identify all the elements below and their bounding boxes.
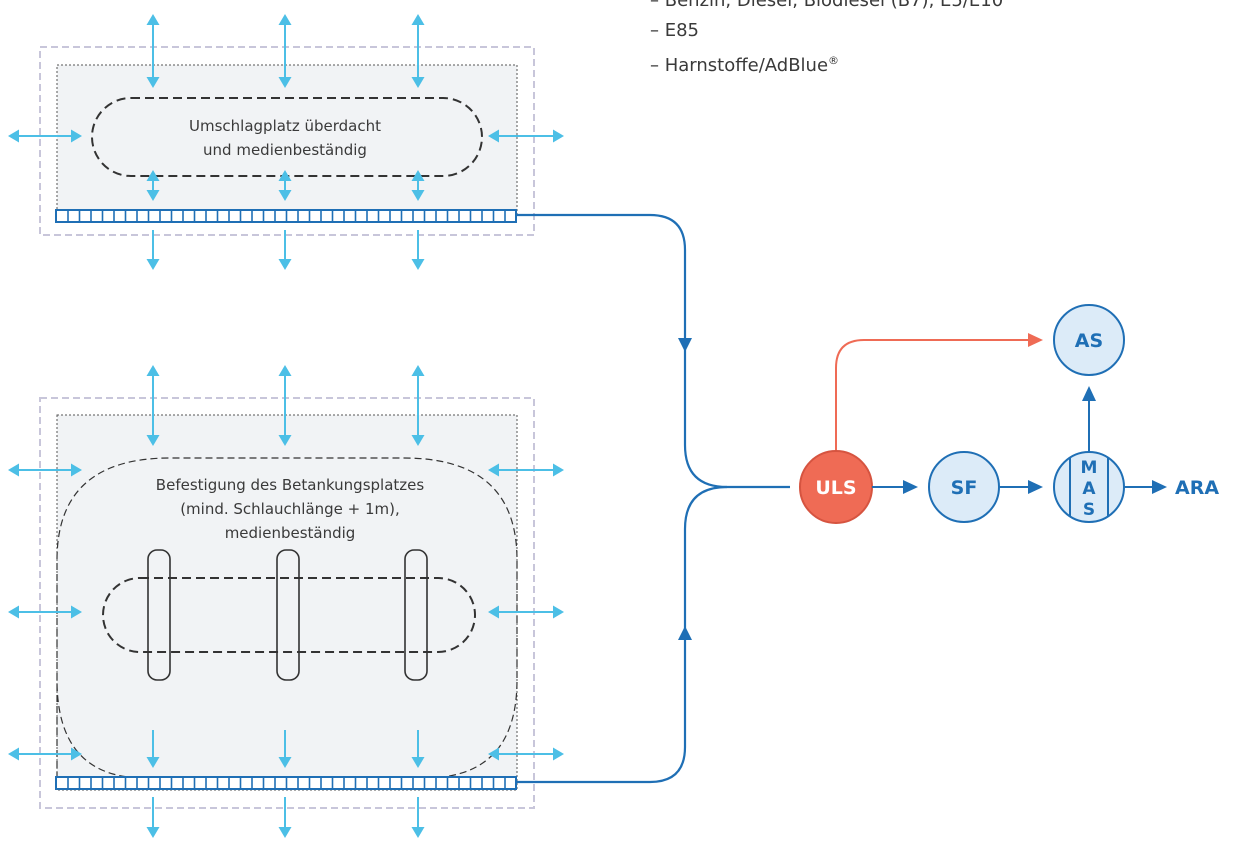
spread-arrow-head xyxy=(411,14,425,25)
mas-label-m: M xyxy=(1081,458,1098,478)
pipe-arrow-down xyxy=(678,338,692,352)
spread-arrow-head xyxy=(278,259,292,270)
spread-arrow-head xyxy=(553,129,564,143)
spread-arrow-head xyxy=(411,190,425,201)
spread-arrow-head xyxy=(488,129,499,143)
refuel-drainage-grate xyxy=(55,776,517,790)
spread-arrow-head xyxy=(146,757,160,768)
as-circle xyxy=(1053,304,1125,376)
spread-arrow-head xyxy=(278,77,292,88)
arrow-into-as xyxy=(1082,386,1096,401)
refuel-area-label-line2: (mind. Schlauchlänge + 1m), xyxy=(180,500,400,518)
spread-arrow-head xyxy=(553,605,564,619)
spread-arrow-head xyxy=(146,14,160,25)
spread-arrow-head xyxy=(488,605,499,619)
uls-node: ULS xyxy=(799,450,873,524)
sf-label: SF xyxy=(951,477,978,499)
hose-reach-outline xyxy=(56,457,518,790)
spread-arrow-head xyxy=(278,827,292,838)
transfer-area-label-line1: Umschlagplatz überdacht xyxy=(189,117,381,135)
spread-arrow-head xyxy=(411,77,425,88)
as-node: AS xyxy=(1053,304,1125,376)
refuel-area: Befestigung des Betankungsplatzes (mind.… xyxy=(8,365,564,838)
mas-label-s: S xyxy=(1083,500,1095,520)
legend-urea: Harnstoffe/AdBlue® xyxy=(650,46,1003,81)
bypass-line-uls-to-as xyxy=(835,339,1030,452)
arrow-into-ara xyxy=(1152,480,1167,494)
spread-arrow-head xyxy=(278,190,292,201)
spread-arrow-head xyxy=(278,14,292,25)
spread-arrow-head xyxy=(8,747,19,761)
transfer-area: Umschlagplatz überdacht und medienbestän… xyxy=(8,14,564,270)
as-label: AS xyxy=(1075,330,1103,352)
spread-arrow-head xyxy=(278,365,292,376)
spread-arrow-head xyxy=(146,435,160,446)
fuel-dispenser-1 xyxy=(147,549,171,681)
transfer-area-outer-boundary xyxy=(39,46,535,236)
spread-arrow-head xyxy=(8,463,19,477)
fuel-legend: Benzin, Diesel, Biodiesel (B7), E5/E10 E… xyxy=(650,0,1003,81)
spread-arrow-head xyxy=(278,435,292,446)
spread-arrow-head xyxy=(146,259,160,270)
pipe-from-transfer-area xyxy=(517,213,790,489)
fuel-dispenser-2 xyxy=(276,549,300,681)
spread-arrow-head xyxy=(411,827,425,838)
spread-arrow-head xyxy=(8,129,19,143)
spread-arrow-head xyxy=(8,605,19,619)
treatment-chain: ULS SF M A S AS ARA xyxy=(799,304,1219,524)
mas-label-a: A xyxy=(1082,479,1096,499)
spread-arrow-head xyxy=(71,129,82,143)
spread-arrow-head xyxy=(488,747,499,761)
spread-arrow-head xyxy=(71,463,82,477)
spread-arrow-head xyxy=(411,259,425,270)
uls-label: ULS xyxy=(815,477,856,499)
refuel-area-label-line1: Befestigung des Betankungsplatzes xyxy=(156,476,425,494)
transfer-drainage-grate xyxy=(55,209,517,223)
sf-node: SF xyxy=(928,451,1000,523)
bypass-arrow xyxy=(1028,333,1043,347)
spread-arrow-head xyxy=(146,170,160,181)
drainage-pipes xyxy=(517,213,790,784)
spread-arrow-head xyxy=(146,365,160,376)
spread-arrow-head xyxy=(71,747,82,761)
spread-arrow-head xyxy=(278,170,292,181)
spread-arrow-head xyxy=(411,757,425,768)
transfer-spread-arrows xyxy=(8,14,564,270)
pump-island-outline xyxy=(102,577,476,653)
pipe-arrow-up xyxy=(678,626,692,640)
legend-e85: E85 xyxy=(650,16,1003,46)
spread-arrow-head xyxy=(488,463,499,477)
refuel-area-surface xyxy=(56,414,518,791)
spread-arrow-head xyxy=(278,757,292,768)
arrow-into-mas xyxy=(1028,480,1043,494)
spread-arrow-head xyxy=(553,463,564,477)
registered-mark: ® xyxy=(828,54,840,67)
spread-arrow-head xyxy=(411,170,425,181)
fuel-dispenser-3 xyxy=(404,549,428,681)
transfer-area-label-line2: und medienbeständig xyxy=(203,141,367,159)
refuel-area-outer-boundary xyxy=(39,397,535,809)
spread-arrow-head xyxy=(553,747,564,761)
legend-fuel-types: Benzin, Diesel, Biodiesel (B7), E5/E10 xyxy=(650,0,1003,16)
ara-label: ARA xyxy=(1175,477,1219,499)
spread-arrow-head xyxy=(146,77,160,88)
spread-arrow-head xyxy=(411,365,425,376)
spread-arrow-head xyxy=(146,190,160,201)
mas-node: M A S xyxy=(1053,451,1125,523)
pipe-from-refuel-area xyxy=(517,485,728,784)
refuel-area-label-line3: medienbeständig xyxy=(225,524,356,542)
spread-arrow-head xyxy=(146,827,160,838)
spread-arrow-head xyxy=(411,435,425,446)
spread-arrow-head xyxy=(71,605,82,619)
refuel-spread-arrows xyxy=(8,365,564,838)
arrow-into-sf xyxy=(903,480,918,494)
